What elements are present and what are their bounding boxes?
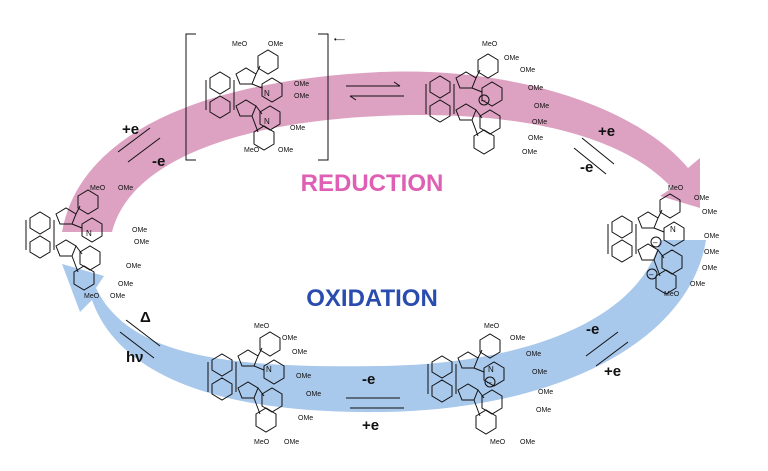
svg-text:-e: -e: [586, 321, 599, 338]
svg-text:OMe: OMe: [132, 227, 147, 234]
svg-text:-e: -e: [362, 371, 375, 388]
reduction-label: REDUCTION: [301, 170, 444, 197]
svg-text:OMe: OMe: [292, 349, 307, 356]
svg-text:MeO: MeO: [232, 41, 248, 48]
svg-text:-e: -e: [152, 153, 165, 170]
svg-text:MeO: MeO: [90, 185, 106, 192]
svg-text:OMe: OMe: [268, 41, 283, 48]
svg-text:OMe: OMe: [296, 373, 311, 380]
svg-text:OMe: OMe: [284, 439, 299, 446]
svg-text:OMe: OMe: [694, 195, 709, 202]
svg-text:N: N: [264, 89, 270, 98]
svg-text:OMe: OMe: [526, 351, 541, 358]
svg-text:N: N: [266, 365, 272, 374]
svg-text:OMe: OMe: [504, 55, 519, 62]
svg-text:MeO: MeO: [490, 439, 506, 446]
charge-markers: – – – –: [478, 94, 662, 388]
svg-text:OMe: OMe: [520, 439, 535, 446]
oxidation-arrow-band: [62, 240, 706, 413]
svg-text:+e: +e: [598, 123, 615, 140]
svg-text:OMe: OMe: [690, 281, 705, 288]
svg-text:OMe: OMe: [532, 119, 547, 126]
svg-text:+e: +e: [604, 363, 621, 380]
svg-text:N: N: [86, 229, 92, 238]
svg-text:MeO: MeO: [482, 41, 498, 48]
svg-text:OMe: OMe: [522, 149, 537, 156]
svg-text:Δ: Δ: [140, 309, 151, 326]
svg-text:MeO: MeO: [668, 185, 684, 192]
svg-text:OMe: OMe: [532, 369, 547, 376]
svg-text:OMe: OMe: [702, 209, 717, 216]
svg-text:MeO: MeO: [664, 291, 680, 298]
svg-text:OMe: OMe: [704, 249, 719, 256]
svg-text:MeO: MeO: [254, 323, 270, 330]
equilibrium-arrow-left: Δ hν: [119, 309, 161, 366]
svg-text:OMe: OMe: [118, 281, 133, 288]
svg-text:OMe: OMe: [528, 85, 543, 92]
svg-text:+e: +e: [122, 121, 139, 138]
svg-text:OMe: OMe: [290, 125, 305, 132]
svg-text:OMe: OMe: [110, 293, 125, 300]
svg-text:+e: +e: [362, 417, 379, 434]
svg-text:OMe: OMe: [528, 135, 543, 142]
oxidation-label: OXIDATION: [306, 285, 438, 312]
svg-text:MeO: MeO: [244, 147, 260, 154]
svg-text:MeO: MeO: [254, 439, 270, 446]
substituent-labels: MeO OMe OMe OMe OMe MeO OMe MeO OMe OMe …: [84, 41, 719, 446]
svg-text:–: –: [481, 96, 486, 105]
svg-text:–: –: [653, 238, 658, 247]
svg-text:–: –: [649, 270, 654, 279]
svg-text:OMe: OMe: [538, 389, 553, 396]
equilibrium-arrow-bottom: -e +e: [346, 371, 404, 434]
nitrogen-labels: N N N N N N: [86, 89, 676, 374]
svg-text:N: N: [670, 225, 676, 234]
reduction-arrow-band: [62, 71, 700, 232]
svg-text:OMe: OMe: [294, 81, 309, 88]
radical-anion-bracket: •—: [185, 33, 345, 161]
svg-text:-e: -e: [580, 159, 593, 176]
svg-text:MeO: MeO: [84, 293, 100, 300]
svg-text:OMe: OMe: [134, 239, 149, 246]
svg-text:hν: hν: [126, 349, 144, 366]
svg-text:OMe: OMe: [306, 391, 321, 398]
svg-text:N: N: [488, 365, 494, 374]
equilibrium-arrow-top-left: +e -e: [117, 121, 165, 170]
svg-text:OMe: OMe: [702, 265, 717, 272]
svg-text:OMe: OMe: [294, 93, 309, 100]
radical-anion-charge: •—: [334, 35, 345, 44]
svg-text:OMe: OMe: [536, 407, 551, 414]
svg-text:OMe: OMe: [520, 67, 535, 74]
svg-text:OMe: OMe: [282, 335, 297, 342]
equilibrium-arrow-right-bottom: -e +e: [585, 321, 629, 380]
svg-text:OMe: OMe: [126, 263, 141, 270]
svg-text:OMe: OMe: [510, 335, 525, 342]
svg-text:–: –: [487, 378, 492, 387]
svg-text:MeO: MeO: [484, 323, 500, 330]
equilibrium-arrow-top: [346, 81, 404, 101]
svg-text:OMe: OMe: [278, 147, 293, 154]
svg-text:OMe: OMe: [534, 103, 549, 110]
svg-text:OMe: OMe: [298, 415, 313, 422]
svg-text:N: N: [264, 117, 270, 126]
equilibrium-arrow-right-top: +e -e: [573, 123, 615, 176]
svg-text:OMe: OMe: [118, 185, 133, 192]
svg-text:OMe: OMe: [704, 233, 719, 240]
